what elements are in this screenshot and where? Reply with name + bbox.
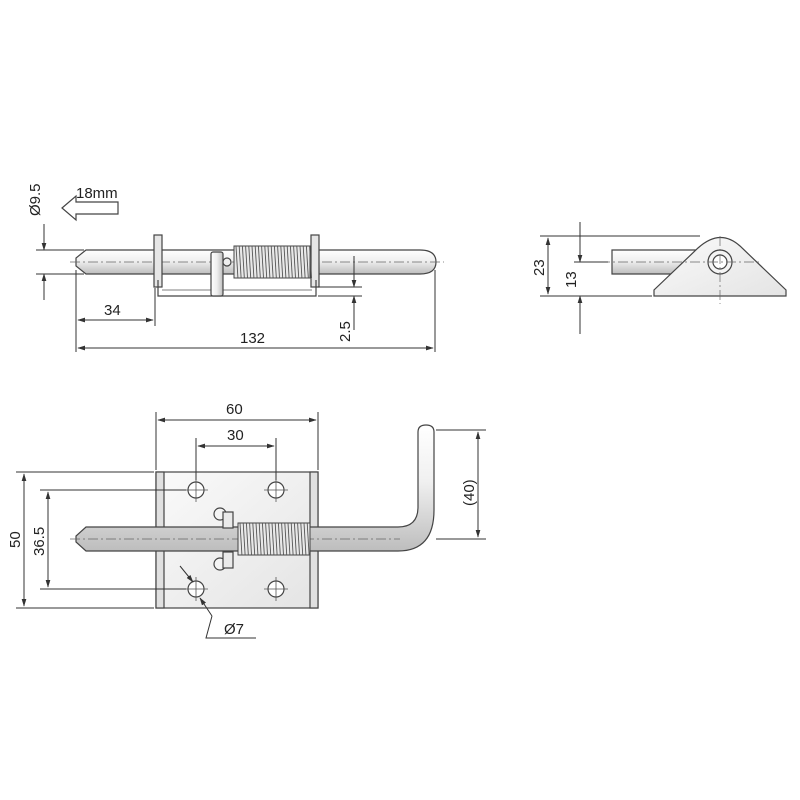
axis-height-label: 13 [563, 271, 580, 288]
mount-holes [184, 478, 288, 601]
locking-pin [210, 251, 224, 297]
base-bracket [157, 280, 317, 297]
overall-length-label: 132 [240, 330, 265, 347]
side-view: 18mm Ø9.5 34 132 2.5 [27, 183, 444, 352]
hole-pitch-label: 36.5 [31, 527, 48, 556]
pin-ring [222, 257, 232, 267]
end-height-label: 23 [531, 259, 548, 276]
front-flange [153, 234, 163, 288]
diameter-label: Ø9.5 [27, 183, 44, 216]
travel-arrow-icon [61, 194, 119, 222]
rear-flange [310, 234, 320, 288]
hole-span-outer-label: 60 [226, 401, 243, 418]
hole-span-inner-label: 30 [227, 427, 244, 444]
travel-label: 18mm [76, 185, 118, 202]
tip-length-label: 34 [104, 302, 121, 319]
spring-plan [237, 522, 311, 556]
hole-diameter-label: Ø7 [224, 621, 244, 638]
mount-hole [184, 478, 208, 502]
mount-hole [264, 577, 288, 601]
locking-pin-plan [213, 507, 234, 571]
handle-length-label: (40) [461, 479, 478, 506]
offset-label: 2.5 [337, 321, 354, 342]
bolt-rod-plan [75, 424, 435, 552]
plate-height-label: 50 [7, 531, 24, 548]
mount-hole [264, 478, 288, 502]
end-view: 23 13 [531, 222, 787, 334]
spring [233, 245, 312, 279]
mount-hole [184, 577, 208, 601]
plan-view: 60 30 50 36.5 (40) Ø7 [7, 401, 486, 639]
